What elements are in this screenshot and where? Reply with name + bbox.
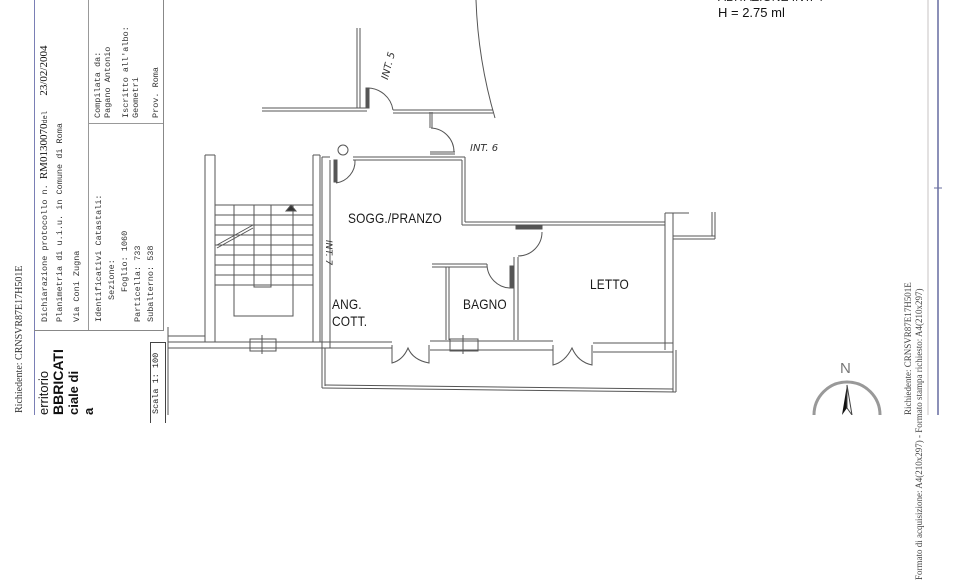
title-block-divider [88, 0, 89, 330]
room-bathroom: BAGNO [463, 296, 507, 312]
room-kitchenette-line2: COTT. [332, 313, 368, 329]
requester-right-line2: Formato di acquisizione: A4(210x297) - F… [914, 288, 924, 580]
floor-plan-drawing [167, 0, 942, 415]
scale-box [150, 342, 166, 423]
frame-line-left [34, 0, 35, 415]
room-kitchenette-line1: ANG. [332, 296, 362, 312]
compass-north-label: N [840, 360, 851, 377]
label-int7: INT. 7 [323, 240, 333, 266]
requester-right-line1: Richiedente: CRNSVR87E17H501E [903, 282, 913, 415]
room-living-dining: SOGG./PRANZO [348, 210, 442, 226]
title-block [34, 0, 164, 331]
requester-right: Richiedente: CRNSVR87E17H501E Formato di… [903, 282, 925, 580]
height-note: H = 2.75 ml [718, 5, 785, 20]
label-int6: INT. 6 [470, 143, 499, 154]
title-block-divider-2 [88, 123, 163, 124]
compass-icon [812, 380, 882, 415]
room-bedroom: LETTO [590, 276, 629, 292]
abitazione-note: ABITAZIONE INT. 4 [718, 0, 823, 4]
